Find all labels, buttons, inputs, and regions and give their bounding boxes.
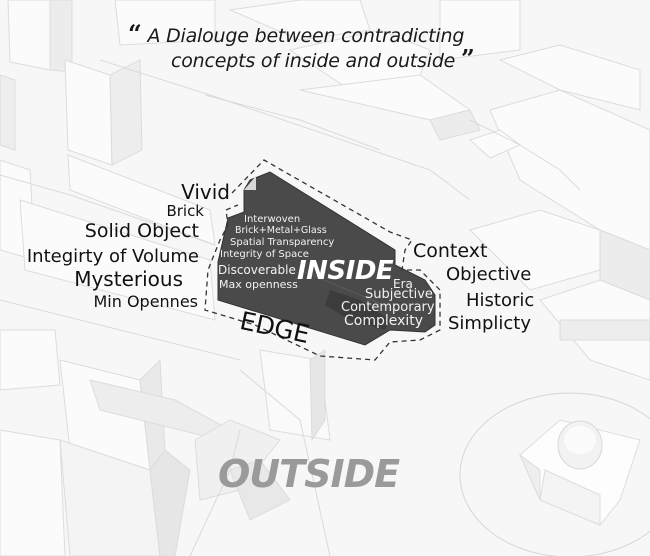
inside-term-era: Era — [393, 277, 413, 291]
term-context: Context — [413, 240, 488, 262]
inside-term-max-openness: Max openness — [219, 278, 298, 291]
inside-term-interwoven: Interwoven — [244, 214, 301, 225]
term-min-opennes: Min Opennes — [93, 292, 198, 311]
title-line-1: “ A Dialouge between contradicting — [128, 22, 464, 46]
term-brick: Brick — [166, 202, 204, 220]
inside-term-spatial-transparency: Spatial Transparency — [230, 237, 335, 248]
inside-term-contemporary: Contemporary — [341, 300, 435, 315]
term-historic: Historic — [466, 290, 535, 311]
term-integrity-of-volume: Integirty of Volume — [26, 246, 199, 267]
open-quote-icon: “ — [128, 19, 142, 48]
title-line-2: concepts of inside and outside ” — [171, 47, 475, 71]
inside-term-integrity-of-space: Integrity of Space — [220, 249, 309, 260]
term-objective: Objective — [446, 264, 532, 285]
outside-label: OUTSIDE — [218, 452, 400, 496]
inside-term-brick-metal-glass: Brick+Metal+Glass — [235, 225, 327, 236]
edge-boundary — [204, 159, 441, 361]
title-text-2: concepts of inside and outside — [171, 50, 456, 72]
term-mysterious: Mysterious — [74, 267, 183, 291]
inside-label: INSIDE — [297, 256, 394, 286]
inside-term-complexity: Complexity — [344, 313, 424, 329]
term-simplicty: Simplicty — [448, 313, 531, 334]
title-text-1: A Dialouge between contradicting — [147, 25, 465, 47]
term-vivid: Vivid — [181, 180, 230, 204]
inside-term-subjective: Subjective — [365, 287, 433, 302]
term-solid-object: Solid Object — [84, 220, 199, 242]
close-quote-icon: ” — [461, 44, 475, 73]
inside-building — [217, 171, 436, 346]
inside-term-discoverable: Discoverable — [218, 263, 296, 277]
dome-landmark — [459, 392, 650, 556]
